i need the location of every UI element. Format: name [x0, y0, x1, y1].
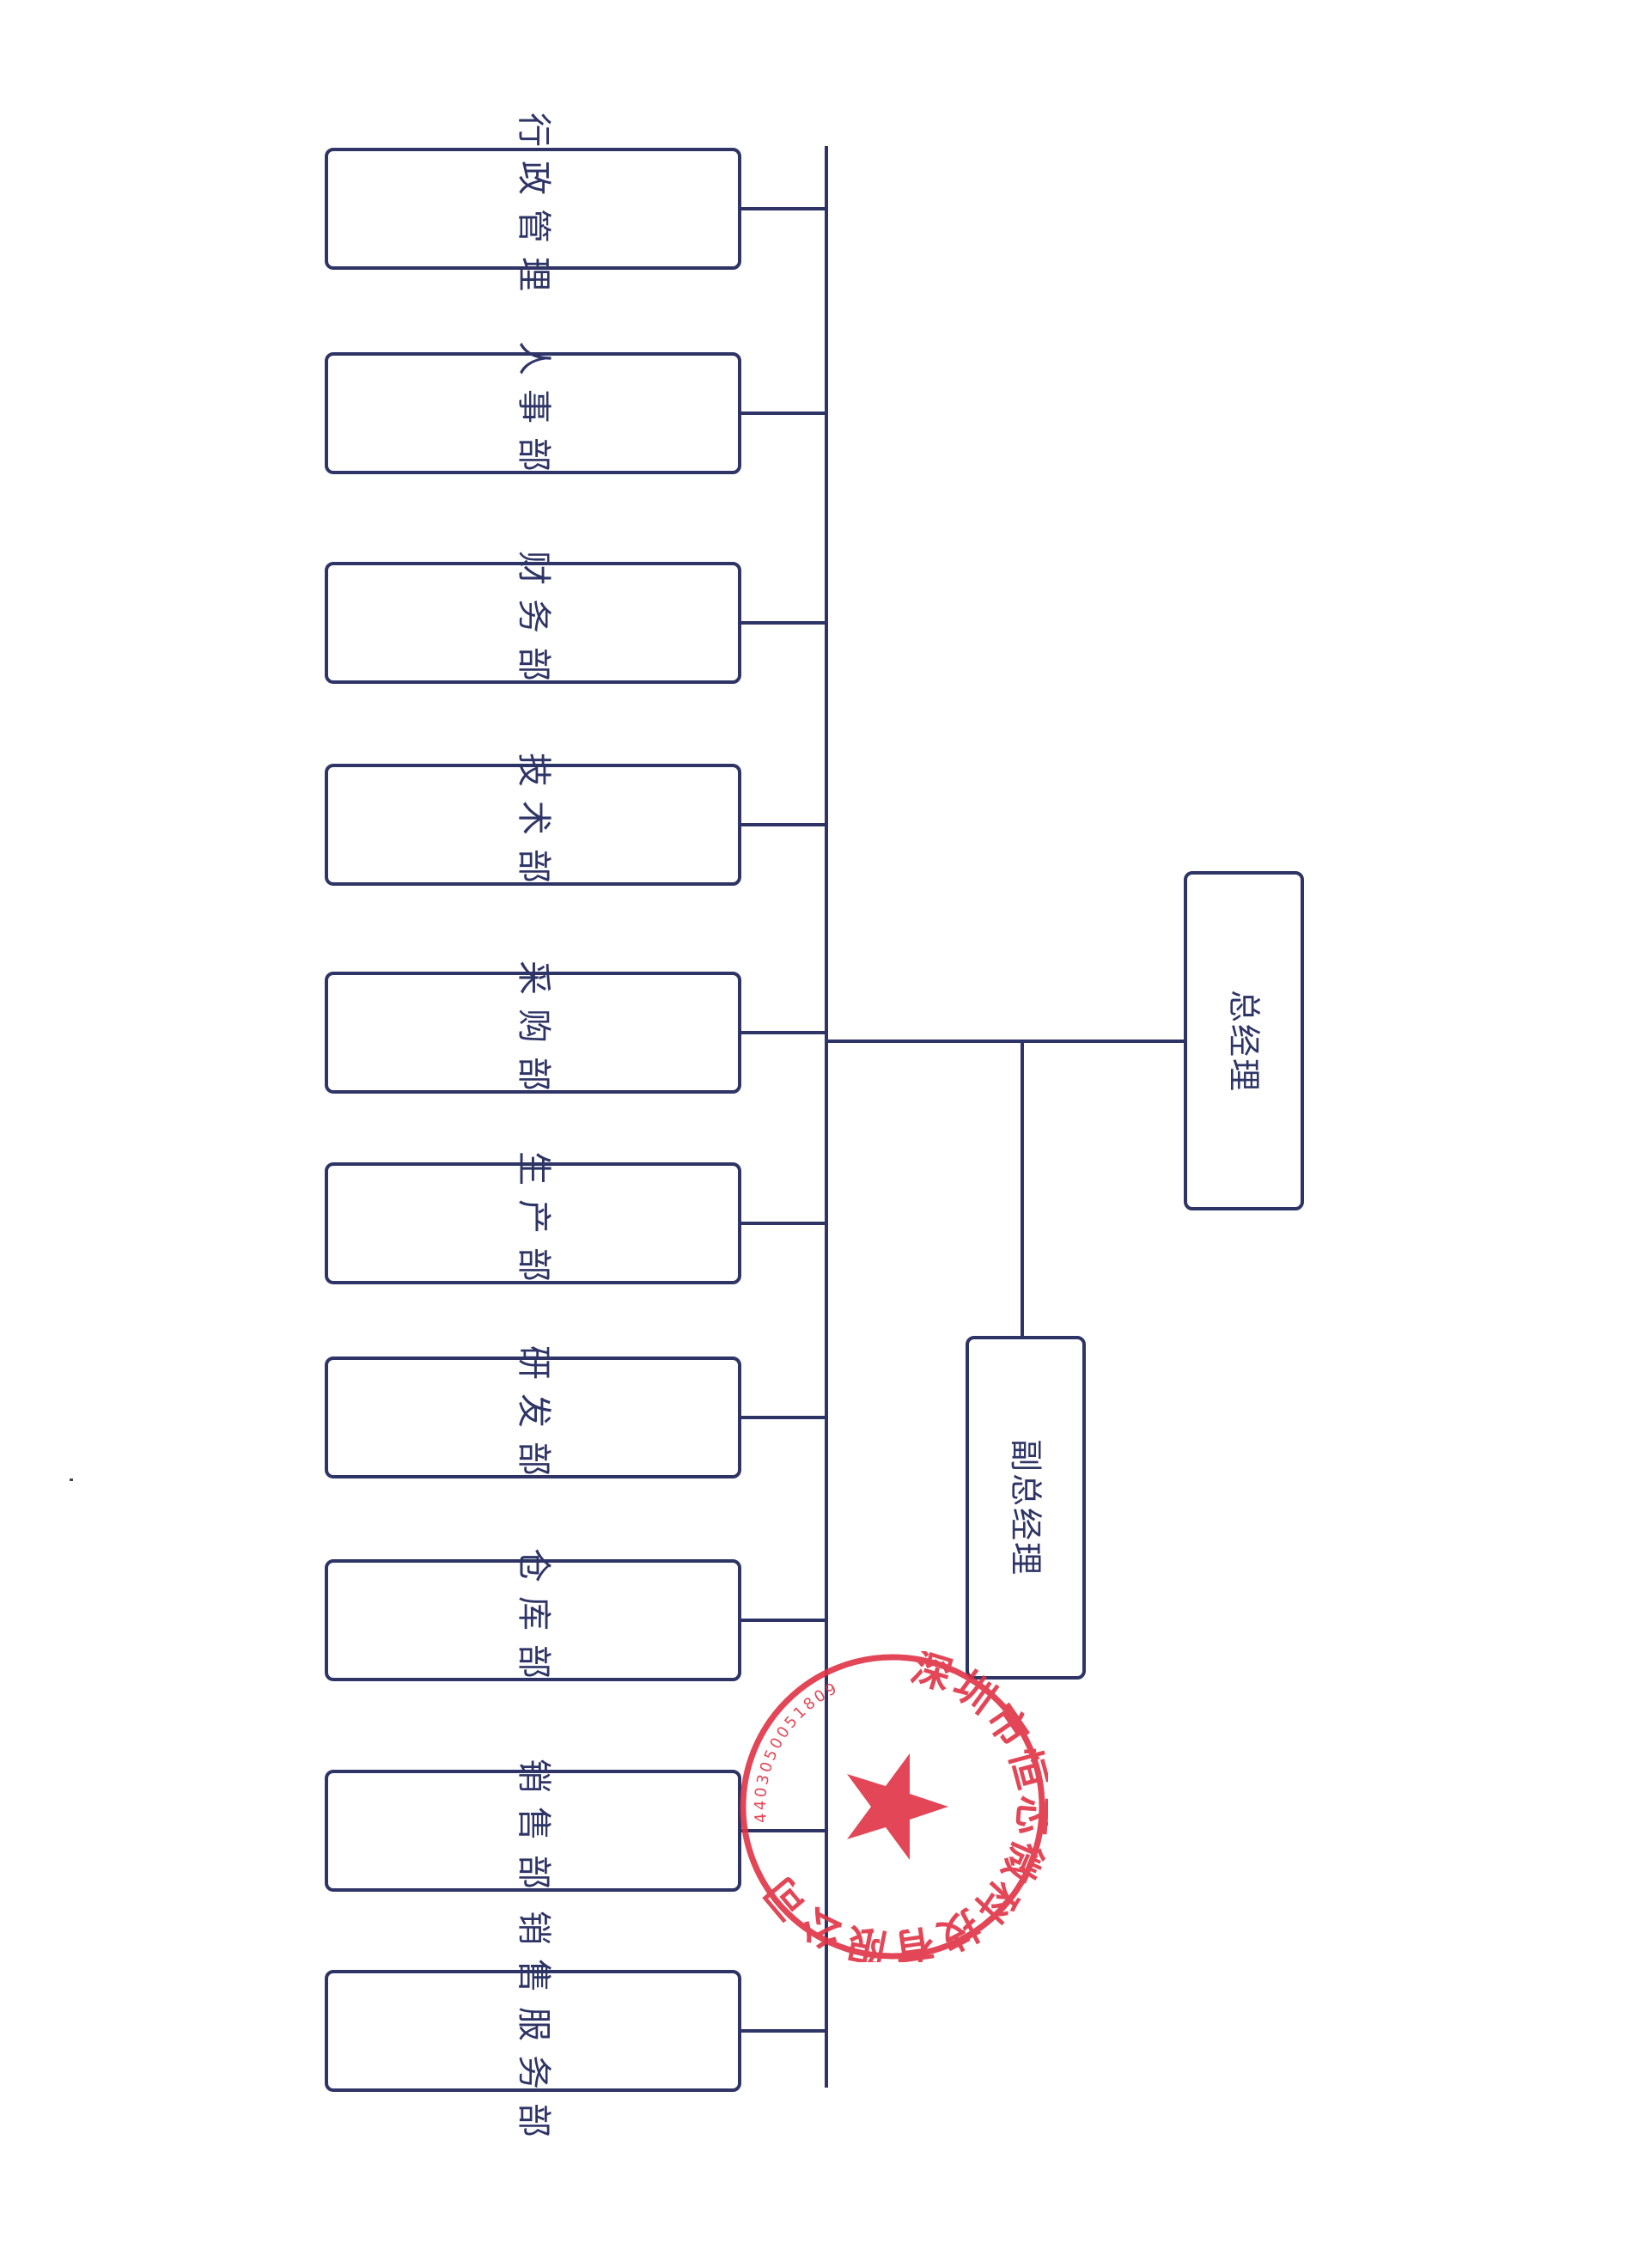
department-label: 研发部: [513, 1345, 553, 1490]
department-label: 销售部: [513, 1759, 553, 1903]
department-box-technical: 技术部: [325, 753, 741, 897]
department-label: 人事部: [513, 341, 553, 485]
department-box-admin: 行政管理: [325, 113, 741, 305]
department-box-purchasing: 采购部: [325, 960, 741, 1105]
department-label: 行政管理: [513, 113, 553, 305]
department-label: 生产部: [513, 1151, 553, 1296]
general-manager-box: 总经理: [1184, 871, 1304, 1210]
deputy-general-manager-box: 副总经理: [966, 1336, 1086, 1680]
department-label: 仓库部: [513, 1548, 553, 1692]
department-label: 财务部: [513, 551, 553, 695]
department-box-production: 生产部: [325, 1151, 741, 1296]
department-box-sales: 销售部: [325, 1759, 741, 1903]
deputy-general-manager-label: 副总经理: [1007, 1438, 1045, 1577]
department-box-warehouse: 仓库部: [325, 1548, 741, 1692]
department-label: 采购部: [513, 960, 553, 1105]
company-seal: 深圳市恒芯微科技有限公司 4403050051809: [740, 1651, 1048, 1962]
department-box-hr: 人事部: [325, 341, 741, 485]
seal-code: 4403050051809: [752, 1679, 842, 1824]
department-box-finance: 财务部: [325, 551, 741, 695]
seal-star-icon: [847, 1753, 948, 1860]
department-label: 技术部: [513, 753, 553, 897]
general-manager-label: 总经理: [1225, 989, 1263, 1093]
department-box-rnd: 研发部: [325, 1345, 741, 1490]
department-label: 销售服务部: [513, 1911, 553, 2151]
scan-speck: [70, 1478, 73, 1481]
svg-text:4403050051809: 4403050051809: [752, 1679, 842, 1824]
department-box-sales-service: 销售服务部: [325, 1911, 741, 2151]
